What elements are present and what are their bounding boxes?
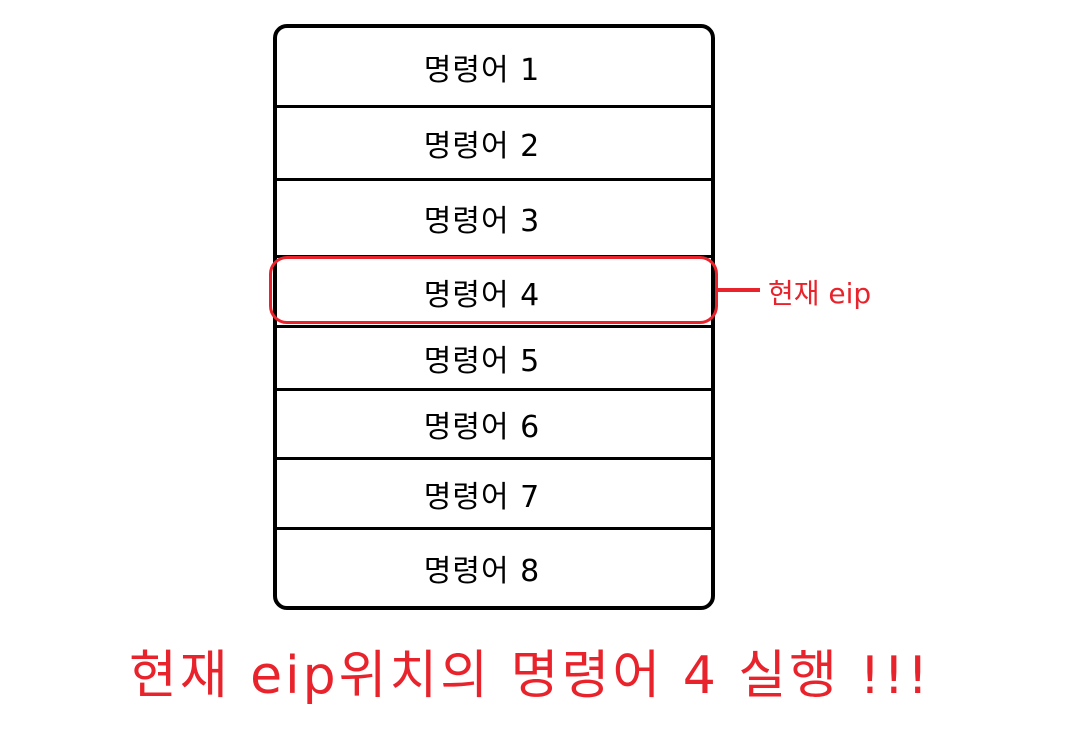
instruction-row-8: 명령어 8 [277, 530, 711, 606]
instruction-row-6: 명령어 6 [277, 391, 711, 460]
eip-pointer-label: 현재 eip [768, 277, 872, 310]
instruction-label: 명령어 1 [423, 52, 541, 88]
current-instruction-highlight [269, 256, 718, 324]
instruction-row-2: 명령어 2 [277, 108, 711, 181]
diagram-caption: 현재 eip위치의 명령어 4 실행 !!! [128, 646, 932, 706]
instruction-label: 명령어 5 [423, 344, 541, 379]
instruction-stack: 명령어 1 명령어 2 명령어 3 명령어 4 명령어 5 명령어 6 명령어 … [273, 24, 715, 610]
instruction-row-1: 명령어 1 [277, 28, 711, 108]
instruction-label: 명령어 2 [423, 129, 541, 164]
instruction-label: 명령어 4 [423, 277, 541, 313]
instruction-row-7: 명령어 7 [277, 460, 711, 530]
instruction-label: 명령어 6 [423, 410, 541, 445]
eip-pointer-line [718, 288, 760, 292]
instruction-row-3: 명령어 3 [277, 181, 711, 258]
instruction-label: 명령어 3 [423, 204, 541, 239]
instruction-row-5: 명령어 5 [277, 328, 711, 391]
instruction-row-4: 명령어 4 [277, 258, 711, 328]
instruction-label: 명령어 7 [423, 479, 541, 515]
instruction-label: 명령어 8 [423, 554, 541, 589]
